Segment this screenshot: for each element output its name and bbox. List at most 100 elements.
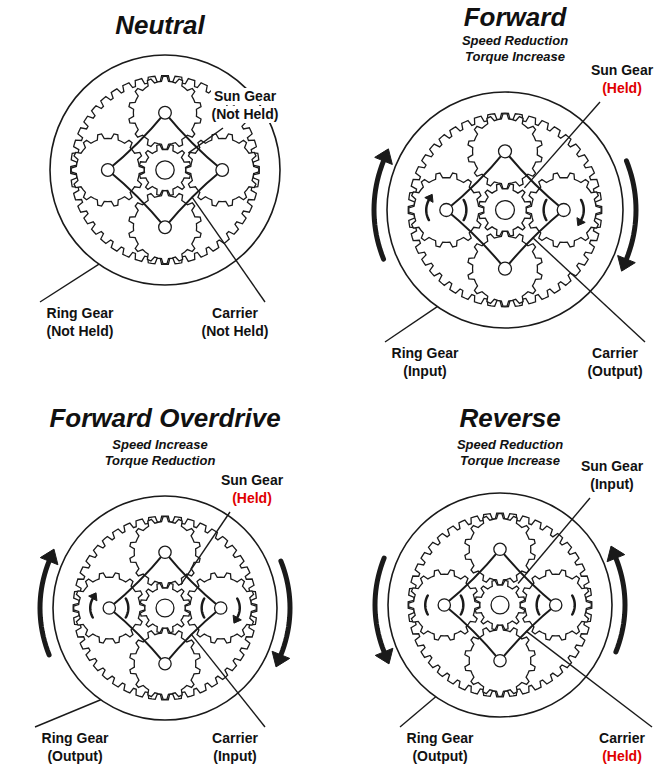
part-label: Sun Gear — [588, 62, 656, 79]
part-label: (Output) — [584, 363, 645, 380]
planet-pin — [550, 599, 562, 611]
planet-rotation-mark-head — [425, 194, 433, 202]
planet-gear — [465, 625, 535, 696]
part-label: Ring Gear — [44, 305, 117, 322]
mode-title: Forward Overdrive — [46, 403, 283, 433]
planet-rotation-mark — [544, 200, 547, 220]
sun-gear-bore — [156, 161, 174, 179]
ring-rotation-arrow-head — [375, 149, 393, 165]
leader-line — [526, 631, 652, 727]
planet-pin — [494, 655, 506, 667]
planet-pin — [159, 221, 172, 234]
planet-rotation-mark — [464, 200, 467, 220]
held-label: (Held) — [599, 748, 645, 765]
planet-pin — [499, 145, 512, 158]
leader-line — [40, 264, 99, 302]
planet-pin — [216, 164, 229, 177]
part-label: (Not Held) — [44, 323, 117, 340]
planet-rotation-mark — [126, 598, 129, 617]
planet-gear — [186, 134, 259, 206]
planet-gear — [468, 231, 542, 306]
leader-line — [192, 197, 265, 302]
leader-line — [385, 307, 437, 342]
sun-gear — [140, 583, 189, 632]
planet-gear — [526, 173, 601, 247]
planet-rotation-mark — [425, 595, 428, 614]
planet-pin — [159, 658, 171, 670]
planet-rotation-mark — [90, 598, 93, 617]
part-label: (Input) — [587, 476, 637, 493]
sun-gear-bore — [496, 201, 515, 220]
planet-gear — [130, 628, 200, 699]
held-label: (Held) — [599, 80, 645, 97]
planet-rotation-mark-head — [89, 593, 97, 601]
part-label: Sun Gear — [218, 472, 286, 489]
planetary-gear-set — [374, 92, 645, 342]
leader-line — [524, 102, 600, 188]
mode-title: Forward — [461, 2, 570, 32]
planet-pin — [438, 599, 450, 611]
planet-pin — [159, 546, 171, 558]
ring-gear-outer — [388, 493, 612, 717]
planet-rotation-mark — [537, 595, 540, 614]
part-label: (Input) — [400, 363, 450, 380]
ring-rotation-arrow — [281, 561, 290, 655]
part-label: Sun Gear — [211, 88, 279, 105]
planet-rotation-mark — [581, 200, 584, 220]
leader-line — [181, 512, 230, 585]
ring-gear-teeth — [408, 513, 592, 697]
planet-gear — [409, 173, 484, 247]
part-label: Sun Gear — [578, 458, 646, 475]
planet-rotation-mark — [572, 595, 575, 614]
part-label: (Output) — [409, 748, 470, 765]
planet-gear — [468, 114, 542, 189]
part-label: Ring Gear — [389, 345, 462, 362]
planet-pin — [440, 204, 453, 217]
mode-subtitle: Speed Increase Torque Reduction — [95, 437, 226, 469]
planet-rotation-mark — [426, 200, 429, 220]
part-label: (Not Held) — [209, 106, 282, 123]
planet-gear — [465, 514, 535, 585]
sun-gear — [479, 184, 531, 236]
ring-gear-outer — [53, 496, 277, 720]
planetary-gear-set — [35, 496, 290, 727]
mode-title: Reverse — [456, 403, 563, 433]
part-label: (Not Held) — [199, 323, 272, 340]
ring-gear-outer — [50, 55, 280, 285]
ring-gear-outer — [387, 92, 623, 328]
leader-line — [533, 238, 645, 342]
carrier — [108, 113, 222, 227]
planet-pin — [499, 262, 512, 275]
planetary-gear-set — [40, 55, 280, 302]
part-label: Carrier — [209, 730, 261, 747]
ring-rotation-arrow — [616, 558, 625, 652]
planet-gear — [409, 570, 480, 640]
leader-line — [400, 697, 436, 727]
planet-rotation-mark-head — [577, 218, 585, 226]
planet-gear — [520, 570, 591, 640]
planet-pin — [159, 106, 172, 119]
part-label: (Input) — [210, 748, 260, 765]
carrier — [444, 549, 555, 660]
mode-subtitle: Speed Reduction Torque Increase — [450, 33, 581, 65]
ring-rotation-arrow-head — [618, 256, 636, 272]
mode-title: Neutral — [112, 10, 208, 40]
part-label: Carrier — [209, 305, 261, 322]
leader-line — [35, 700, 101, 727]
ring-rotation-arrow-head — [375, 648, 393, 664]
sun-gear — [475, 580, 524, 629]
planetary-gear-set — [375, 493, 652, 727]
planet-rotation-mark-head — [233, 615, 241, 623]
planet-gear — [129, 191, 201, 264]
planet-pin — [101, 164, 114, 177]
planet-pin — [494, 543, 506, 555]
leader-line — [191, 634, 265, 727]
leader-line — [518, 498, 590, 584]
carrier — [109, 552, 220, 663]
ring-gear-teeth — [73, 516, 257, 700]
leader-line — [188, 128, 223, 153]
planet-gear — [71, 134, 144, 206]
part-label: (Output) — [44, 748, 105, 765]
ring-rotation-arrow — [40, 561, 49, 655]
